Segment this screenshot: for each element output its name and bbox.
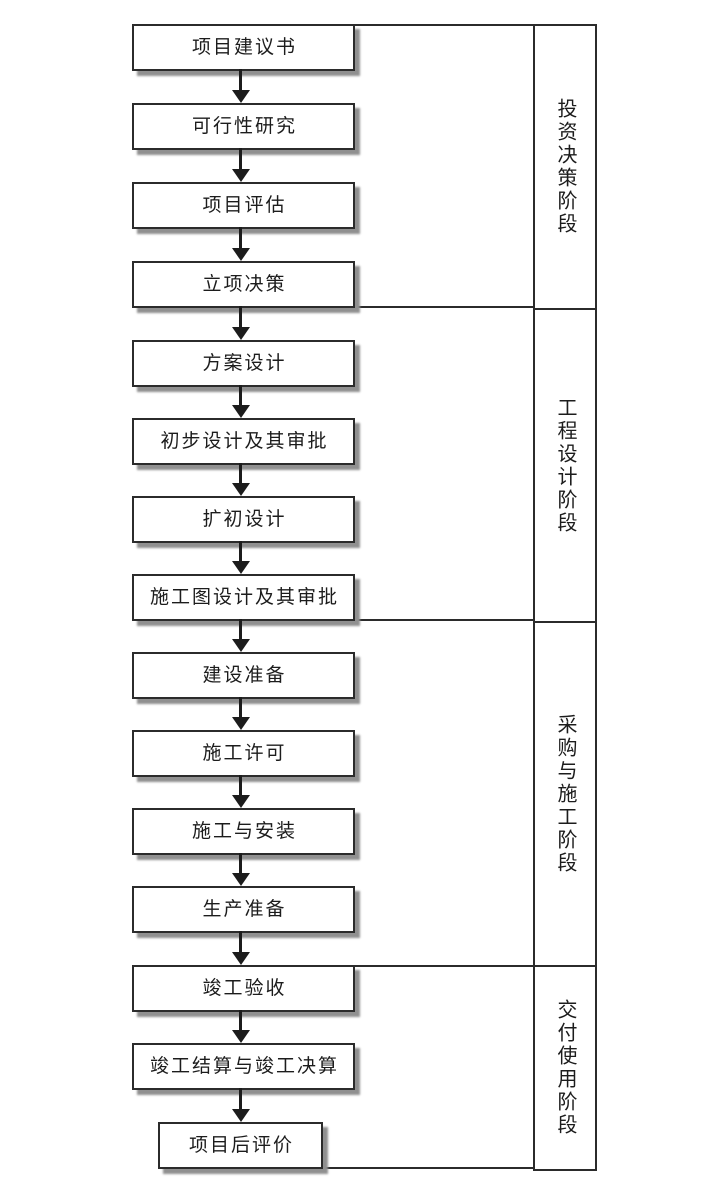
connector-line bbox=[323, 1167, 533, 1169]
arrow-head bbox=[232, 483, 250, 496]
flow-box-label: 施工与安装 bbox=[191, 821, 297, 842]
arrow-down-icon bbox=[232, 853, 250, 886]
arrow-stem bbox=[239, 931, 242, 953]
flow-box: 立项决策 bbox=[132, 261, 355, 308]
arrow-head bbox=[232, 639, 250, 652]
arrow-down-icon bbox=[232, 1010, 250, 1043]
flow-box-label: 施工许可 bbox=[202, 743, 287, 764]
arrow-down-icon bbox=[232, 306, 250, 340]
arrow-stem bbox=[239, 148, 242, 170]
connector-line bbox=[355, 306, 533, 308]
flow-box-label: 施工图设计及其审批 bbox=[149, 587, 339, 608]
flow-box-label: 项目评估 bbox=[202, 195, 287, 216]
flow-box-label: 项目后评价 bbox=[188, 1135, 294, 1156]
arrow-down-icon bbox=[232, 148, 250, 182]
arrow-down-icon bbox=[232, 69, 250, 103]
arrow-down-icon bbox=[232, 697, 250, 730]
arrow-head bbox=[232, 795, 250, 808]
arrow-stem bbox=[239, 775, 242, 796]
arrow-stem bbox=[239, 697, 242, 718]
phase-cell: 工程设计阶段 bbox=[533, 308, 597, 623]
arrow-stem bbox=[239, 227, 242, 249]
flow-box-label: 建设准备 bbox=[202, 665, 287, 686]
arrow-stem bbox=[239, 69, 242, 91]
flow-box-label: 初步设计及其审批 bbox=[160, 431, 329, 452]
arrow-stem bbox=[239, 385, 242, 406]
arrow-head bbox=[232, 405, 250, 418]
connector-line bbox=[355, 24, 533, 26]
flow-box-label: 方案设计 bbox=[202, 353, 287, 374]
arrow-head bbox=[232, 561, 250, 574]
arrow-down-icon bbox=[232, 931, 250, 965]
flow-box: 扩初设计 bbox=[132, 496, 355, 543]
flow-box: 施工与安装 bbox=[132, 808, 355, 855]
arrow-down-icon bbox=[232, 385, 250, 418]
arrow-stem bbox=[239, 1010, 242, 1031]
connector-line bbox=[355, 619, 533, 621]
phase-label: 工程设计阶段 bbox=[554, 396, 576, 535]
arrow-down-icon bbox=[232, 541, 250, 574]
phase-label: 采购与施工阶段 bbox=[554, 713, 576, 875]
arrow-head bbox=[232, 717, 250, 730]
phase-label: 交付使用阶段 bbox=[554, 999, 576, 1137]
flow-box: 竣工结算与竣工决算 bbox=[132, 1043, 355, 1090]
phase-label: 投资决策阶段 bbox=[554, 98, 576, 236]
flow-box: 可行性研究 bbox=[132, 103, 355, 150]
arrow-stem bbox=[239, 541, 242, 562]
arrow-head bbox=[232, 873, 250, 886]
phase-cell: 采购与施工阶段 bbox=[533, 621, 597, 967]
flow-box: 竣工验收 bbox=[132, 965, 355, 1012]
flow-box: 项目建议书 bbox=[132, 24, 355, 71]
flow-box: 施工图设计及其审批 bbox=[132, 574, 355, 621]
arrow-head bbox=[232, 169, 250, 182]
arrow-head bbox=[232, 1109, 250, 1122]
phase-cell: 交付使用阶段 bbox=[533, 965, 597, 1171]
flow-box: 施工许可 bbox=[132, 730, 355, 777]
arrow-down-icon bbox=[232, 227, 250, 261]
flow-box-label: 生产准备 bbox=[202, 899, 287, 920]
arrow-head bbox=[232, 248, 250, 261]
phase-cell: 投资决策阶段 bbox=[533, 24, 597, 310]
arrow-down-icon bbox=[232, 775, 250, 808]
arrow-stem bbox=[239, 306, 242, 328]
flow-box: 方案设计 bbox=[132, 340, 355, 387]
arrow-stem bbox=[239, 1088, 242, 1110]
flow-box: 建设准备 bbox=[132, 652, 355, 699]
arrow-down-icon bbox=[232, 1088, 250, 1122]
flow-box-label: 可行性研究 bbox=[191, 116, 297, 137]
arrow-down-icon bbox=[232, 463, 250, 496]
arrow-head bbox=[232, 952, 250, 965]
flow-box-label: 竣工结算与竣工决算 bbox=[149, 1056, 339, 1077]
arrow-stem bbox=[239, 463, 242, 484]
flow-box-label: 扩初设计 bbox=[202, 509, 287, 530]
flow-box-label: 立项决策 bbox=[202, 274, 287, 295]
arrow-head bbox=[232, 1030, 250, 1043]
arrow-head bbox=[232, 90, 250, 103]
connector-line bbox=[355, 965, 533, 967]
arrow-stem bbox=[239, 619, 242, 640]
flow-box: 生产准备 bbox=[132, 886, 355, 933]
flow-box-label: 项目建议书 bbox=[191, 37, 297, 58]
arrow-stem bbox=[239, 853, 242, 874]
flow-box-label: 竣工验收 bbox=[202, 978, 287, 999]
arrow-head bbox=[232, 327, 250, 340]
arrow-down-icon bbox=[232, 619, 250, 652]
flow-box: 项目后评价 bbox=[158, 1122, 323, 1169]
flow-box: 初步设计及其审批 bbox=[132, 418, 355, 465]
flow-box: 项目评估 bbox=[132, 182, 355, 229]
